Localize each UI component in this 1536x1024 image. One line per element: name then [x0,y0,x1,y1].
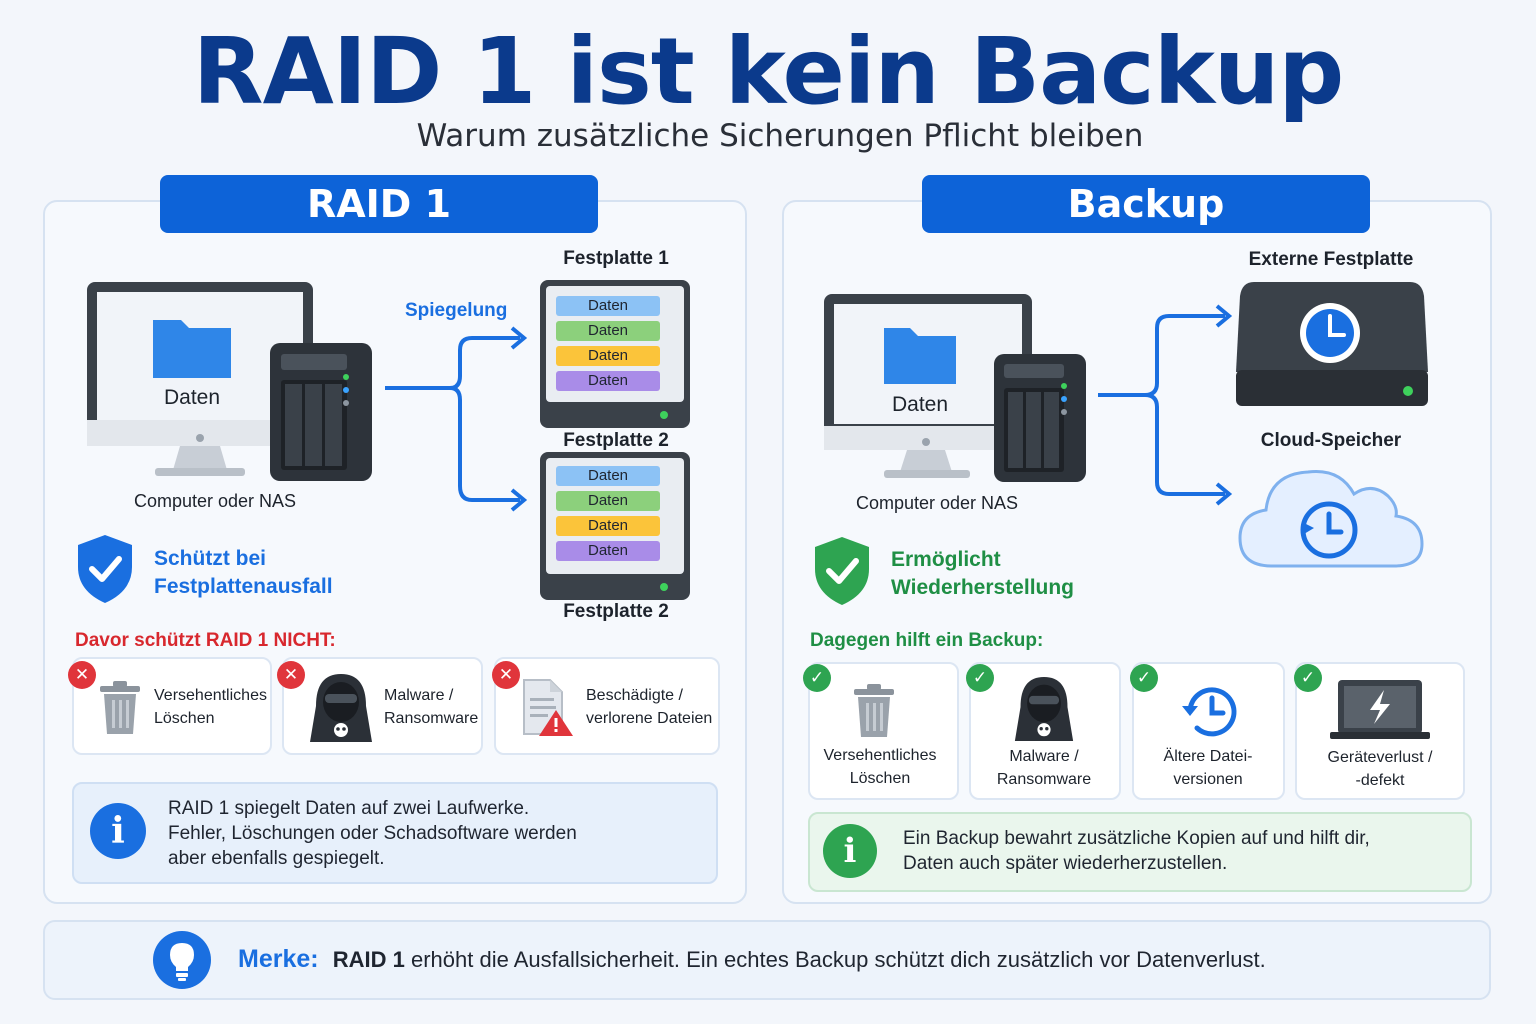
computer-nas-icon [824,294,1086,482]
external-drive-icon [1236,282,1428,406]
page-title: RAID 1 ist kein Backup [192,18,1344,125]
trash-icon [854,684,894,737]
computer-nas-icon [87,282,372,481]
shield-check-icon [78,535,132,603]
check-icon: ✓ [1294,664,1322,692]
x-icon: ✕ [277,661,305,689]
right-card-versions [1132,662,1285,800]
left-card-corrupted [494,657,720,755]
cloud-icon [1238,469,1424,568]
disk2: Daten Daten Daten Daten [540,452,690,600]
right-info-text: Ein Backup bewahrt zusätzliche Kopien au… [903,828,1370,874]
footer-bold: RAID 1 [332,947,405,972]
info-icon: i [90,803,146,859]
x-icon: ✕ [492,661,520,689]
history-icon [1182,687,1237,737]
right-device-label: Computer oder NAS [855,493,1019,513]
info-icon: i [823,824,877,878]
disk1-label: Festplatte 1 [563,248,669,269]
footer-box [43,920,1491,1000]
left-device-label: Computer oder NAS [133,491,297,511]
check-icon: ✓ [803,664,831,692]
left-info-text: RAID 1 spiegelt Daten auf zwei Laufwerke… [168,798,577,869]
check-icon: ✓ [966,664,994,692]
backup-arrows [1098,304,1233,506]
broken-laptop-icon [1330,680,1430,739]
disk2-label-mid: Festplatte 2 [563,430,669,451]
left-info-box [72,782,718,884]
corrupted-file-icon [523,679,573,736]
helps-header: Dagegen hilft ein Backup: [810,630,1044,651]
disk2-row: Daten [556,466,660,486]
left-card-malware-text: Malware / Ransomware [384,687,479,727]
mirror-label: Spiegelung [405,300,508,321]
not-protect-header: Davor schützt RAID 1 NICHT: [75,630,336,651]
footer-text: Merke: RAID 1 erhöht die Ausfallsicherhe… [238,945,1266,974]
lightbulb-icon [153,931,211,989]
left-card-deletion-text: Versehentliches Löschen [154,687,267,727]
right-card-malware-text: Malware / Ransomware [996,748,1092,788]
trash-icon [100,681,140,734]
disk1-row: Daten [556,296,660,316]
shield-check-icon [815,537,869,605]
disk2-row: Daten [556,541,660,561]
right-shield-text: Ermöglicht Wiederherstellung [891,548,1075,599]
check-icon: ✓ [1130,664,1158,692]
left-card-corrupted-text: Beschädigte / verlorene Dateien [586,687,713,727]
footer-lead: Merke: [238,945,319,973]
disk1: Daten Daten Daten Daten [540,280,690,428]
right-screen-label: Daten [891,393,949,416]
backup-panel-title: Backup [922,175,1370,233]
left-card-malware [282,657,483,755]
disk2-row: Daten [556,491,660,511]
mirror-arrows [385,326,528,512]
target2-label: Cloud-Speicher [1260,430,1402,451]
footer-rest: erhöht die Ausfallsicherheit. Ein echtes… [410,947,1266,972]
left-shield-text: Schützt bei Festplattenausfall [154,547,333,598]
right-card-device-loss-text: Geräteverlust / -defekt [1327,749,1433,789]
x-icon: ✕ [68,661,96,689]
page-subtitle: Warum zusätzliche Sicherungen Pflicht bl… [416,118,1144,154]
right-card-versions-text: Ältere Datei- versionen [1163,748,1253,788]
target1-label: Externe Festplatte [1248,249,1414,270]
left-screen-label: Daten [163,386,221,409]
disk1-row: Daten [556,371,660,391]
right-info-box [808,812,1472,892]
disk1-row: Daten [556,346,660,366]
raid1-panel-title: RAID 1 [160,175,598,233]
right-card-deletion-text: Versehentliches Löschen [823,747,937,787]
disk1-row: Daten [556,321,660,341]
hacker-icon [1014,677,1074,741]
disk2-row: Daten [556,516,660,536]
disk2-label-bottom: Festplatte 2 [563,601,669,622]
hacker-icon [310,674,372,742]
